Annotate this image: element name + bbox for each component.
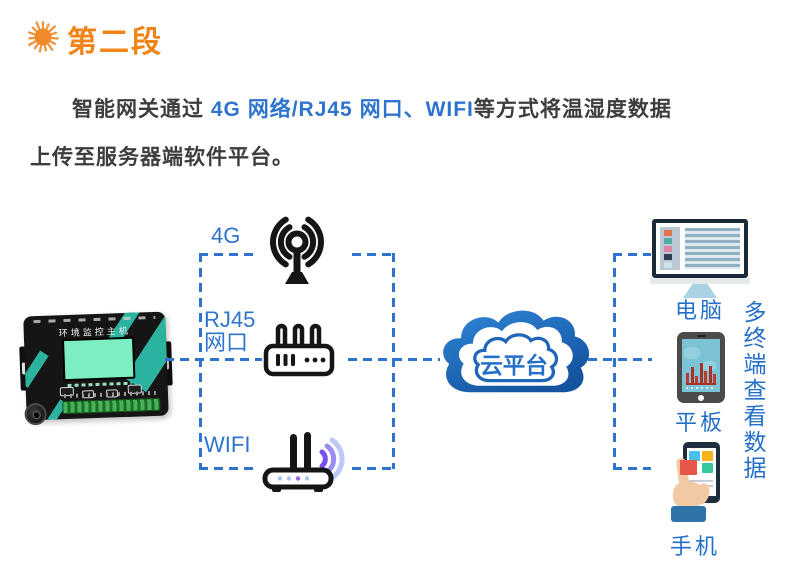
intro-text-post: 等方式将温湿度数据 [473, 98, 672, 121]
cloud-inner-white [458, 322, 573, 386]
computer-sidebar-tile [664, 246, 672, 252]
connector-stub-4g [199, 253, 257, 256]
connector-stub-computer [613, 253, 651, 256]
connector-stub-wifi [199, 467, 257, 470]
phone-app-tile [702, 463, 713, 473]
gateway-terminal-block [62, 397, 161, 415]
phone-app-tile [702, 451, 713, 461]
cloud-label: 云平台 [480, 353, 548, 379]
antenna-4g-icon [270, 216, 324, 284]
gateway-lcd-screen [62, 336, 136, 382]
tablet-chart-ticks [686, 387, 716, 389]
phone-app-tile-highlight [680, 460, 697, 475]
gateway-power-connector [24, 402, 47, 426]
computer-sidebar [660, 227, 680, 270]
wifi-router-icon [262, 432, 345, 492]
gateway-device: 环境监控主机 [18, 305, 174, 428]
gateway-body: 环境监控主机 [23, 311, 169, 421]
router-rj45-icon [263, 323, 335, 377]
gateway-top-markings [33, 315, 156, 324]
cloud-platform: 云平台 [443, 310, 590, 393]
tablet-bar-chart [686, 361, 716, 383]
connector-to-cloud [348, 358, 440, 361]
intro-text-pre: 智能网关通过 [72, 98, 211, 121]
label-computer: 电脑 [674, 298, 725, 323]
tablet-chart-baseline [686, 383, 716, 385]
phone-text-line [689, 480, 713, 482]
phone-app-tile [689, 451, 700, 461]
vertical-note: 多终端查看数据 [740, 300, 766, 482]
computer-base-bar [650, 278, 750, 284]
computer-stand [683, 284, 717, 298]
tablet-icon [677, 332, 725, 403]
intro-line-2: 上传至服务器端软件平台。 [30, 146, 294, 169]
tablet-screen [682, 339, 720, 392]
starburst-icon [27, 21, 59, 53]
label-tablet: 平板 [674, 410, 725, 435]
connector-mid-junction [392, 253, 395, 469]
intro-line-1: 智能网关通过 4G 网络/RJ45 网口、WIFI等方式将温湿度数据 [72, 93, 672, 123]
connector-stub-phone [613, 467, 651, 470]
connector-4g-to-junction [352, 253, 394, 256]
page-title: 第二段 [67, 26, 163, 59]
computer-sidebar-tile [664, 262, 672, 268]
label-rj45-line1: RJ45 [204, 307, 256, 332]
tablet-home-button [698, 395, 704, 401]
label-rj45-line2: 网口 [204, 330, 249, 355]
tablet-map-shape [684, 347, 700, 359]
tablet-camera [697, 335, 706, 337]
connector-cloud-to-right [588, 358, 652, 361]
connector-left-junction [199, 253, 202, 469]
computer-screen-content [685, 228, 740, 269]
cloud-inner-outline [473, 333, 559, 383]
computer-sidebar-tile [664, 238, 672, 244]
gateway-accent-stripe [23, 350, 49, 388]
intro-text-highlight: 4G 网络/RJ45 网口、WIFI [210, 98, 474, 121]
computer-sidebar-tile [664, 230, 672, 236]
connector-wifi-to-junction [352, 467, 394, 470]
computer-icon [652, 219, 748, 278]
label-4g: 4G [211, 223, 241, 248]
label-wifi: WIFI [204, 432, 251, 457]
label-rj45: RJ45 网口 [204, 308, 255, 354]
computer-sidebar-tile [664, 254, 672, 260]
connector-device-to-rj45 [165, 358, 262, 361]
label-phone: 手机 [669, 534, 720, 559]
connector-right-junction [613, 253, 616, 469]
